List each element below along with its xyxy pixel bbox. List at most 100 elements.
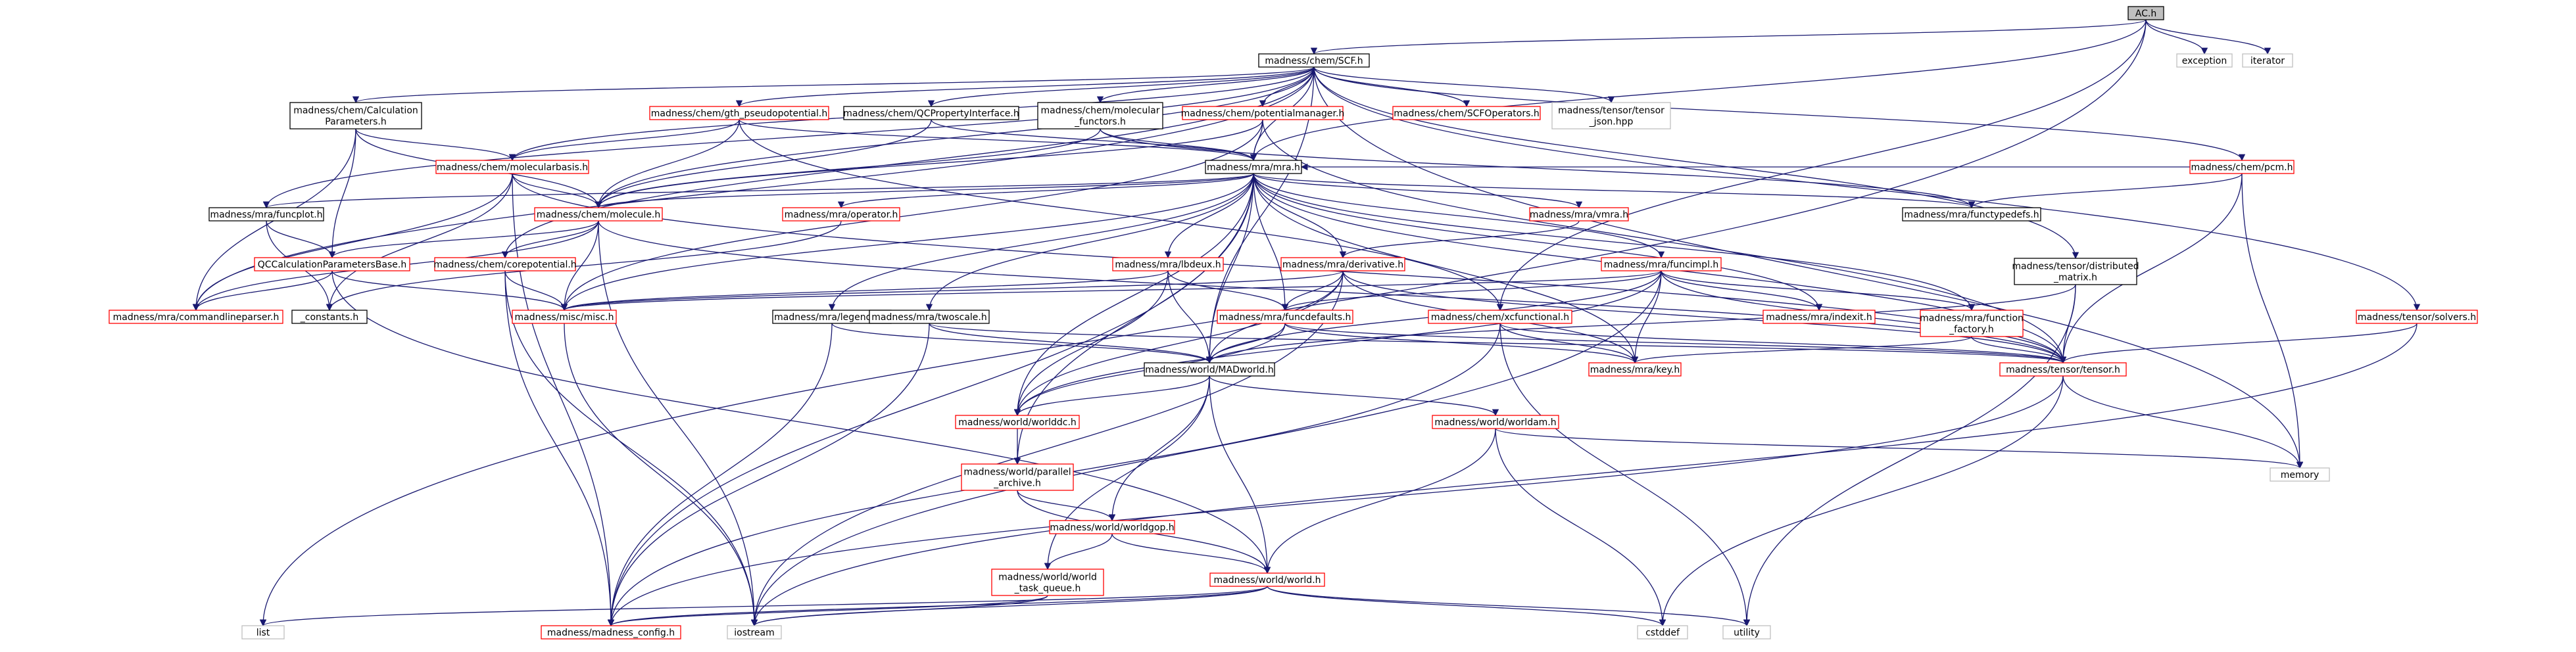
node-box-madworld[interactable]	[1144, 362, 1275, 377]
node-box-iostream[interactable]	[727, 625, 782, 640]
node-exception[interactable]: exception	[2176, 53, 2233, 68]
node-legendre[interactable]: madness/mra/legendre.h	[772, 310, 892, 324]
node-scfoperators[interactable]: madness/chem/SCFOperators.h	[1392, 106, 1541, 120]
node-box-cmdparser[interactable]	[109, 310, 283, 324]
node-tensorjson[interactable]: madness/tensor/tensor_json.hpp	[1551, 102, 1671, 129]
node-box-worldgop[interactable]	[1049, 520, 1175, 534]
node-funcimpl[interactable]: madness/mra/funcimpl.h	[1601, 257, 1722, 271]
node-box-tensor[interactable]	[1999, 362, 2127, 377]
node-madconfig[interactable]: madness/madness_config.h	[541, 625, 681, 640]
node-box-potmanager[interactable]	[1182, 106, 1344, 120]
node-iostream[interactable]: iostream	[727, 625, 782, 640]
node-box-molbasis[interactable]	[435, 160, 589, 174]
node-list[interactable]: list	[241, 625, 285, 640]
node-funcdefaults[interactable]: madness/mra/funcdefaults.h	[1217, 310, 1353, 324]
node-molecule[interactable]: madness/chem/molecule.h	[534, 207, 663, 221]
node-mra[interactable]: madness/mra/mra.h	[1205, 160, 1302, 174]
node-tensordist[interactable]: madness/tensor/distributed_matrix.h	[2012, 258, 2139, 285]
node-box-solvers[interactable]	[2356, 310, 2478, 324]
node-parallelarchive[interactable]: madness/world/parallel_archive.h	[961, 463, 1074, 491]
node-qcprop[interactable]: madness/chem/QCPropertyInterface.h	[843, 106, 1019, 120]
node-worldtaskqueue[interactable]: madness/world/world_task_queue.h	[991, 569, 1104, 596]
node-functypedefs[interactable]: madness/mra/functypedefs.h	[1902, 207, 2041, 221]
node-derivative[interactable]: madness/mra/derivative.h	[1280, 257, 1405, 271]
node-constants[interactable]: _constants.h	[291, 310, 368, 324]
node-box-operator[interactable]	[782, 207, 900, 221]
node-indexit[interactable]: madness/mra/indexit.h	[1762, 310, 1876, 324]
node-misc[interactable]: madness/misc/misc.h	[512, 310, 617, 324]
node-box-qcprop[interactable]	[843, 106, 1019, 120]
node-box-tensordist[interactable]	[2014, 258, 2137, 285]
node-cstddef[interactable]: cstddef	[1637, 625, 1688, 640]
node-utility[interactable]: utility	[1722, 625, 1771, 640]
node-box-tensorjson[interactable]	[1551, 102, 1671, 129]
node-box-ac[interactable]	[2127, 6, 2164, 20]
edge-calcparams-to-qccalc	[328, 128, 356, 259]
node-box-scf[interactable]	[1258, 53, 1370, 68]
node-box-xcfunctional[interactable]	[1428, 310, 1572, 324]
node-box-worlddc[interactable]	[955, 415, 1080, 429]
node-twoscale[interactable]: madness/mra/twoscale.h	[869, 310, 990, 324]
node-box-worldam[interactable]	[1432, 415, 1559, 429]
node-funcplot[interactable]: madness/mra/funcplot.h	[208, 207, 324, 221]
node-ac[interactable]: AC.h	[2127, 6, 2164, 20]
node-solvers[interactable]: madness/tensor/solvers.h	[2356, 310, 2478, 324]
node-worldgop[interactable]: madness/world/worldgop.h	[1049, 520, 1175, 534]
node-vmra[interactable]: madness/mra/vmra.h	[1529, 207, 1629, 221]
node-box-madconfig[interactable]	[541, 625, 681, 640]
node-box-funcdefaults[interactable]	[1217, 310, 1353, 324]
node-molfunctors[interactable]: madness/chem/molecular_functors.h	[1037, 102, 1163, 129]
node-box-memory[interactable]	[2270, 467, 2330, 482]
node-cmdparser[interactable]: madness/mra/commandlineparser.h	[109, 310, 283, 324]
node-box-iterator[interactable]	[2242, 53, 2293, 68]
node-qccalc[interactable]: QCCalculationParametersBase.h	[254, 257, 410, 271]
node-box-mra[interactable]	[1205, 160, 1302, 174]
node-box-twoscale[interactable]	[869, 310, 990, 324]
node-box-funcimpl[interactable]	[1601, 257, 1722, 271]
node-iterator[interactable]: iterator	[2242, 53, 2293, 68]
node-tensor[interactable]: madness/tensor/tensor.h	[1999, 362, 2127, 377]
node-box-calcparams[interactable]	[289, 102, 422, 129]
node-box-parallelarchive[interactable]	[961, 463, 1074, 491]
node-box-list[interactable]	[241, 625, 285, 640]
node-potmanager[interactable]: madness/chem/potentialmanager.h	[1181, 106, 1345, 120]
node-worlddc[interactable]: madness/world/worlddc.h	[955, 415, 1080, 429]
node-corepot[interactable]: madness/chem/corepotential.h	[433, 257, 577, 271]
node-funcfactory[interactable]: madness/mra/function_factory.h	[1920, 310, 2024, 337]
node-box-funcfactory[interactable]	[1920, 310, 2024, 337]
node-box-key[interactable]	[1588, 362, 1682, 377]
node-world[interactable]: madness/world/world.h	[1209, 572, 1325, 587]
node-madworld[interactable]: madness/world/MADworld.h	[1144, 362, 1275, 377]
node-box-scfoperators[interactable]	[1392, 106, 1541, 120]
node-box-molecule[interactable]	[534, 207, 663, 221]
node-box-cstddef[interactable]	[1637, 625, 1688, 640]
node-box-indexit[interactable]	[1762, 310, 1876, 324]
node-box-worldtaskqueue[interactable]	[991, 569, 1104, 596]
node-box-gthpseudo[interactable]	[649, 106, 829, 120]
node-box-functypedefs[interactable]	[1902, 207, 2041, 221]
node-box-constants[interactable]	[291, 310, 368, 324]
node-box-misc[interactable]	[512, 310, 617, 324]
node-box-pcm[interactable]	[2189, 160, 2295, 174]
node-worldam[interactable]: madness/world/worldam.h	[1432, 415, 1559, 429]
node-box-qccalc[interactable]	[254, 257, 410, 271]
node-box-lbdeux[interactable]	[1112, 257, 1224, 271]
node-box-world[interactable]	[1209, 572, 1325, 587]
node-xcfunctional[interactable]: madness/chem/xcfunctional.h	[1428, 310, 1572, 324]
node-box-molfunctors[interactable]	[1037, 102, 1163, 129]
node-gthpseudo[interactable]: madness/chem/gth_pseudopotential.h	[649, 106, 829, 120]
node-box-funcplot[interactable]	[208, 207, 324, 221]
node-pcm[interactable]: madness/chem/pcm.h	[2189, 160, 2295, 174]
node-box-vmra[interactable]	[1529, 207, 1629, 221]
node-molbasis[interactable]: madness/chem/molecularbasis.h	[435, 160, 589, 174]
node-operator[interactable]: madness/mra/operator.h	[782, 207, 900, 221]
node-box-corepot[interactable]	[434, 257, 576, 271]
node-box-utility[interactable]	[1722, 625, 1771, 640]
node-key[interactable]: madness/mra/key.h	[1588, 362, 1682, 377]
node-memory[interactable]: memory	[2270, 467, 2330, 482]
node-calcparams[interactable]: madness/chem/CalculationParameters.h	[289, 102, 422, 129]
node-box-derivative[interactable]	[1280, 257, 1405, 271]
node-scf[interactable]: madness/chem/SCF.h	[1258, 53, 1370, 68]
node-lbdeux[interactable]: madness/mra/lbdeux.h	[1112, 257, 1224, 271]
node-box-exception[interactable]	[2176, 53, 2233, 68]
